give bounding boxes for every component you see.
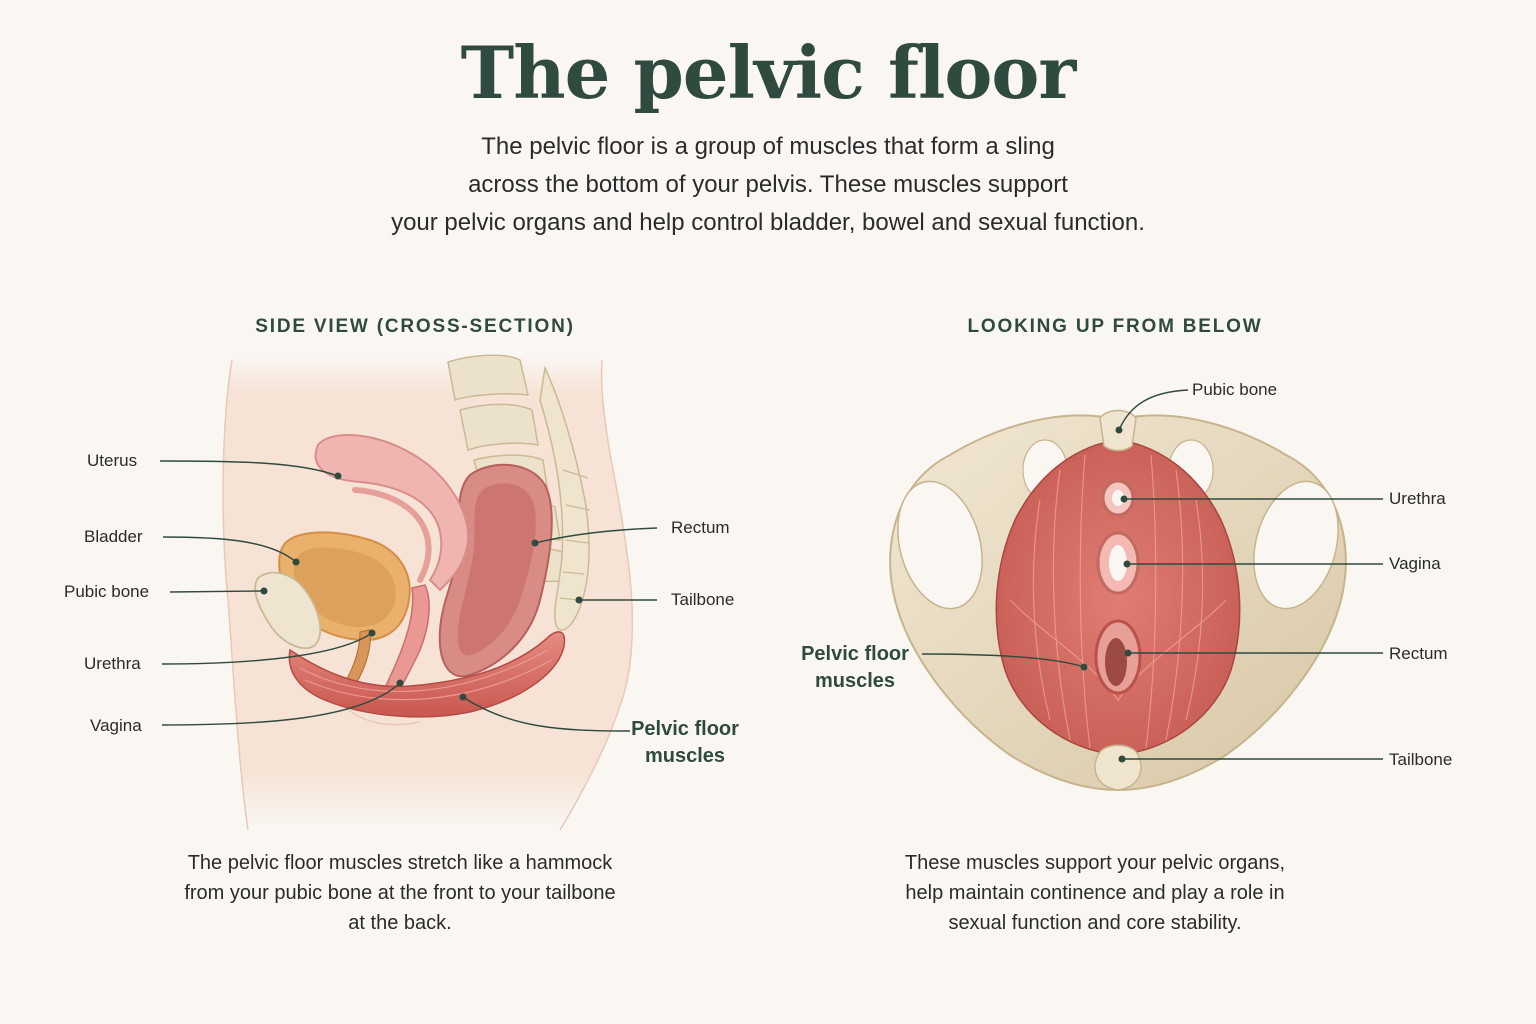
sacrum-tailbone (539, 365, 590, 631)
label-urethra-below: Urethra (1389, 489, 1446, 508)
tailbone-below (1094, 744, 1142, 791)
label-pubic-bone-below: Pubic bone (1192, 380, 1278, 399)
label-vagina-below: Vagina (1389, 554, 1441, 573)
side-view-illustration (159, 354, 658, 831)
intro-line: your pelvic organs and help control blad… (391, 209, 1145, 236)
label-pelvic-floor-below-line1: Pelvic floor (801, 643, 909, 665)
side-caption-line: at the back. (348, 912, 452, 934)
below-caption-line: sexual function and core stability. (948, 912, 1242, 934)
label-vagina-side: Vagina (90, 716, 142, 735)
side-leader-dots (260, 472, 583, 701)
below-leader-lines (921, 389, 1383, 760)
below-leader-dots (1080, 426, 1132, 763)
label-pelvic-floor-side: Pelvic floor muscles (620, 716, 750, 770)
side-caption-line: from your pubic bone at the front to you… (184, 882, 616, 904)
below-view-caption: These muscles support your pelvic organs… (835, 848, 1355, 938)
label-pelvic-floor-below-line2: muscles (814, 670, 896, 692)
label-uterus-side: Uterus (87, 451, 138, 470)
label-pelvic-floor-below: Pelvic floor muscles (790, 641, 920, 695)
below-caption-line: help maintain continence and play a role… (905, 882, 1285, 904)
side-leader-lines (159, 460, 658, 732)
below-view-heading: LOOKING UP FROM BELOW (967, 316, 1263, 337)
intro-paragraph: The pelvic floor is a group of muscles t… (268, 128, 1268, 242)
label-tailbone-below: Tailbone (1389, 750, 1453, 769)
page-title: The pelvic floor (460, 30, 1077, 115)
label-urethra-side: Urethra (84, 654, 141, 673)
label-pelvic-floor-side-line1: Pelvic floor (631, 718, 739, 740)
uterus-organ (314, 434, 470, 592)
label-rectum-below: Rectum (1389, 644, 1448, 663)
intro-line: The pelvic floor is a group of muscles t… (481, 133, 1055, 160)
below-view-illustration (889, 389, 1383, 792)
side-view-caption: The pelvic floor muscles stretch like a … (130, 848, 670, 938)
label-pelvic-floor-side-line2: muscles (644, 745, 726, 767)
below-caption-line: These muscles support your pelvic organs… (904, 852, 1286, 874)
side-caption-line: The pelvic floor muscles stretch like a … (187, 852, 613, 874)
label-bladder-side: Bladder (84, 527, 143, 546)
label-tailbone-side: Tailbone (671, 590, 735, 609)
label-pubic-bone-side: Pubic bone (64, 582, 150, 601)
label-rectum-side: Rectum (671, 518, 730, 537)
side-view-heading: SIDE VIEW (CROSS-SECTION) (255, 316, 575, 337)
intro-line: across the bottom of your pelvis. These … (468, 171, 1068, 198)
pubic-bone-side (254, 571, 322, 650)
